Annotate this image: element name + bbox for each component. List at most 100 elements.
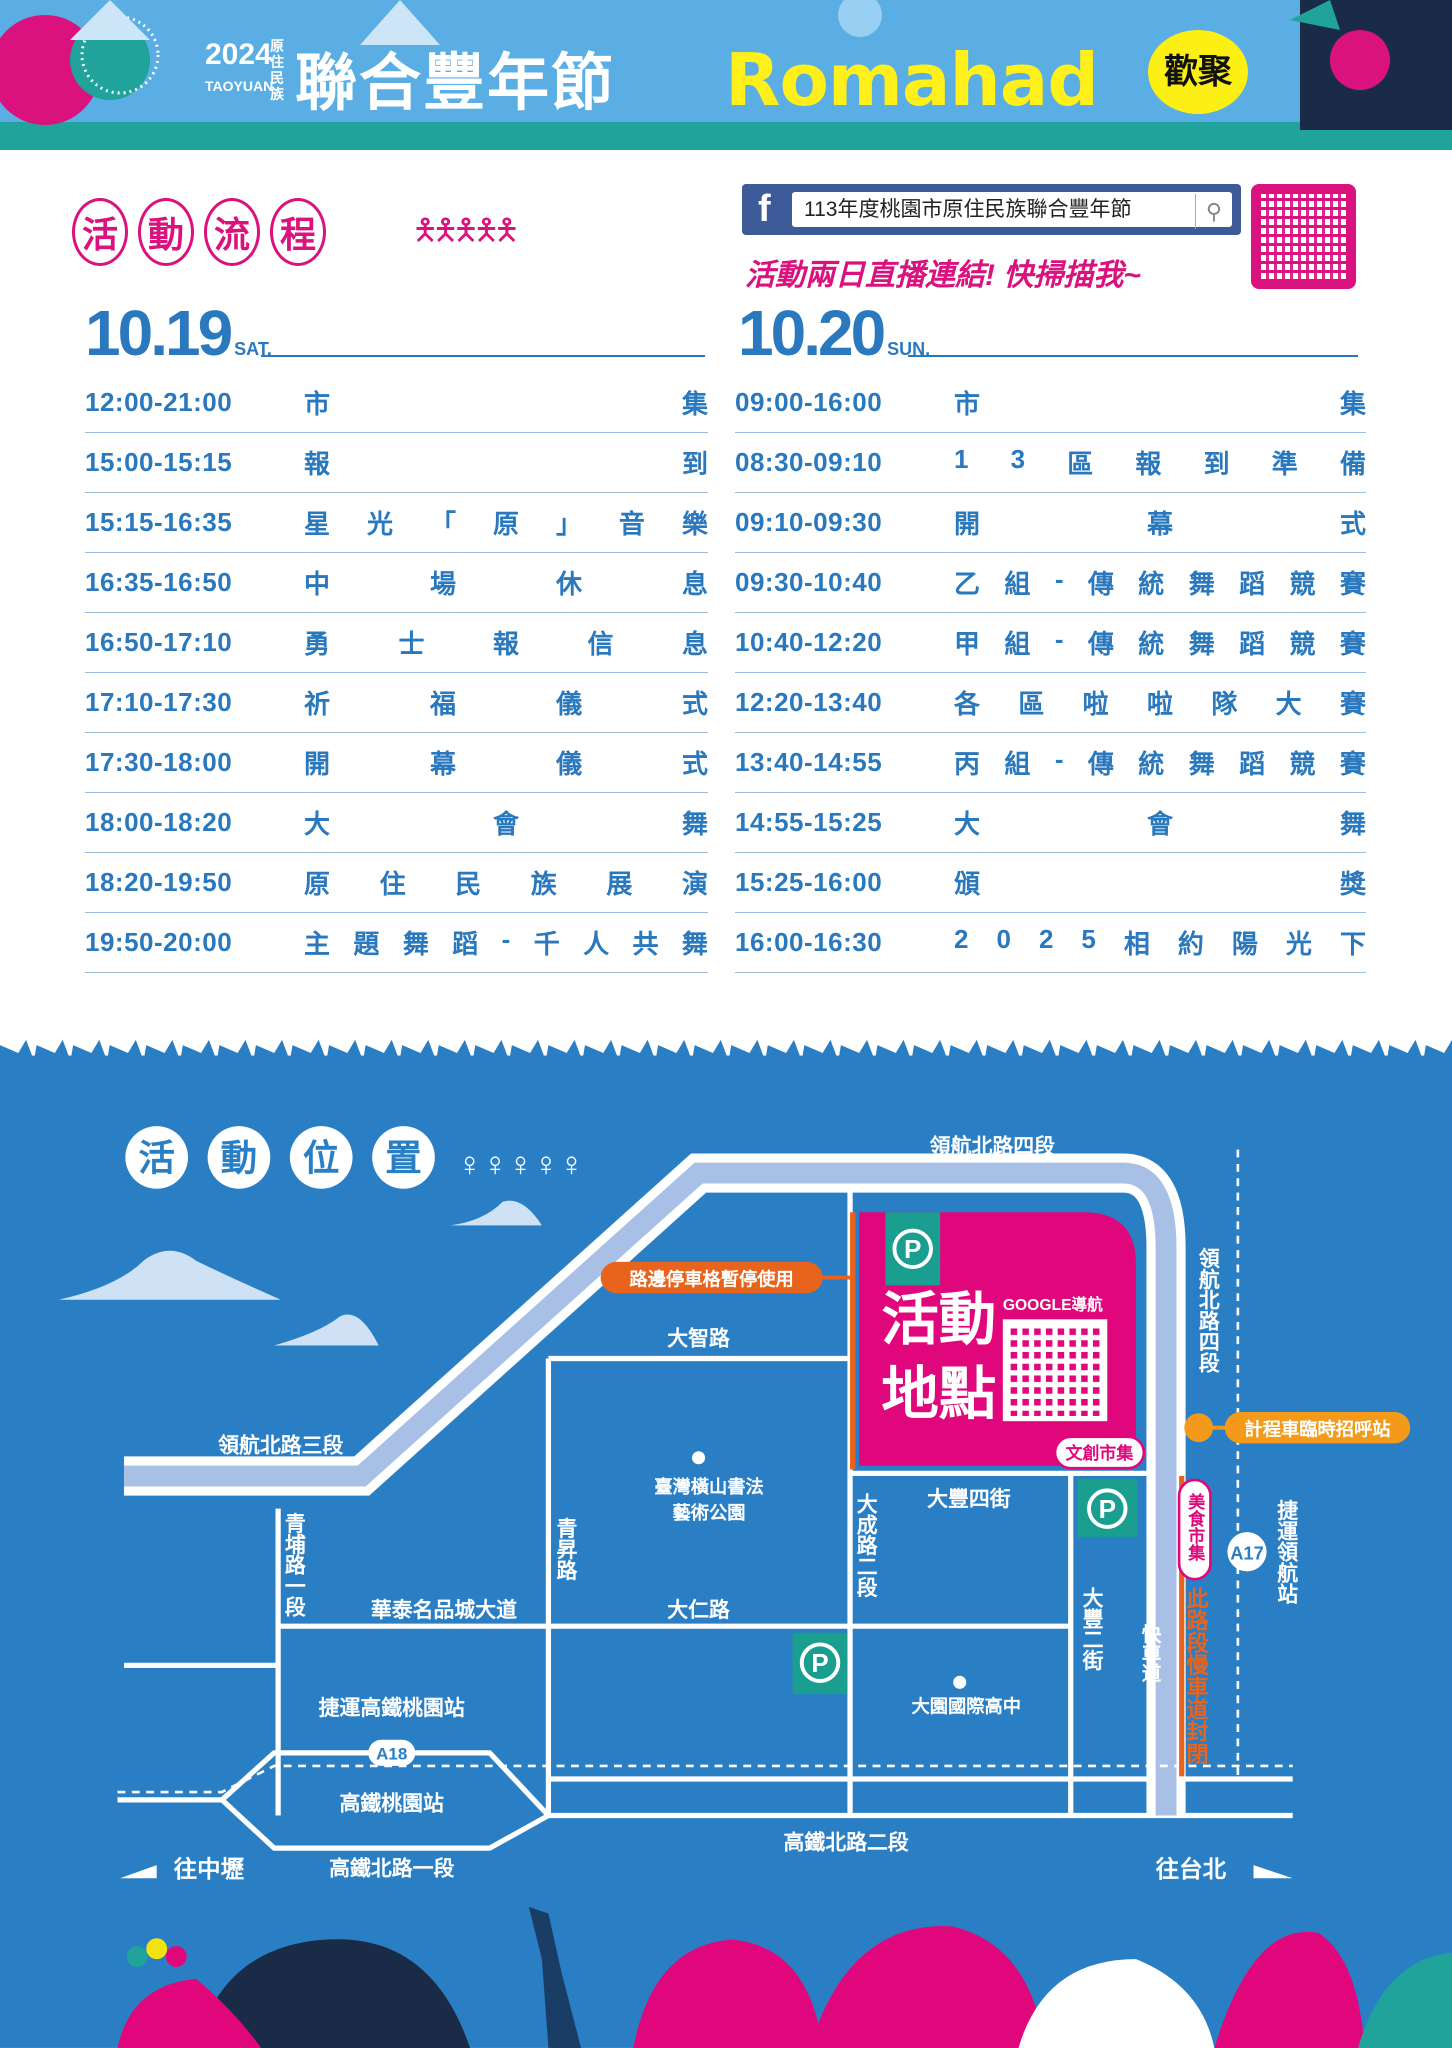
road-label: 大豐四街 — [927, 1487, 1011, 1511]
banner-decoration — [0, 0, 1452, 130]
activity-char: 頒 — [954, 869, 981, 899]
schedule-activity: 丙組-傳統舞蹈競賽 — [954, 744, 1366, 781]
day1-date-text: 10.19 — [85, 297, 233, 369]
heading-char: 動 — [221, 1137, 258, 1178]
activity-char: 舞 — [681, 809, 708, 839]
search-icon[interactable]: ⚲ — [1194, 194, 1222, 229]
schedule-activity: 勇士報信息 — [304, 624, 708, 661]
festival-banner: 2024 TAOYUAN 原住民族 聯合豐年節 Romahad 歡聚 — [0, 0, 1452, 150]
qr-pattern — [1261, 194, 1346, 279]
schedule-time: 16:00-16:30 — [735, 927, 883, 957]
schedule-time: 18:20-19:50 — [85, 867, 233, 897]
place-label: 藝術公園 — [672, 1502, 745, 1523]
facebook-search-bar[interactable]: f 113年度桃園市原住民族聯合豐年節⚲ — [742, 184, 1241, 235]
activity-char: 舞 — [1188, 569, 1215, 599]
schedule-row: 13:40-14:55 丙組-傳統舞蹈競賽 — [735, 733, 1366, 793]
activity-char: 演 — [681, 869, 708, 899]
venue-label: 活動 — [881, 1288, 996, 1352]
schedule-activity: 頒獎 — [954, 864, 1366, 901]
activity-char: - — [1054, 564, 1064, 594]
live-stream-qr-code[interactable] — [1251, 184, 1356, 289]
activity-char: 到 — [681, 449, 708, 479]
activity-char: 共 — [632, 929, 659, 959]
schedule-activity: 祈福儀式 — [304, 684, 708, 721]
road-label: 大豐二街 — [1080, 1587, 1104, 1672]
road-label: 領航北路四段 — [930, 1134, 1055, 1158]
activity-char: 蹈 — [1239, 629, 1266, 659]
location-heading: 活 動 位 置 ♀♀♀♀♀ — [125, 1126, 584, 1189]
activity-char: 會 — [1146, 809, 1173, 839]
taxi-badge — [1224, 1412, 1411, 1444]
activity-char: 樂 — [681, 509, 708, 539]
schedule-activity: 開幕儀式 — [304, 744, 708, 781]
activity-char: 傳 — [1087, 569, 1114, 599]
schedule-activity: 大會舞 — [304, 804, 708, 841]
activity-char: 賽 — [1339, 629, 1366, 659]
activity-char: 報 — [492, 629, 519, 659]
activity-char: 到 — [1203, 449, 1230, 479]
schedule-time: 09:30-10:40 — [735, 567, 883, 597]
road-label: 大仁路 — [667, 1598, 730, 1622]
station-label: 捷運高鐵桃園站 — [319, 1696, 465, 1720]
facebook-search-input[interactable]: 113年度桃園市原住民族聯合豐年節⚲ — [792, 192, 1232, 229]
schedule-time: 13:40-14:55 — [735, 747, 883, 777]
activity-char: 幕 — [429, 749, 456, 779]
activity-char: 區 — [1018, 689, 1045, 719]
venue-label: 地點 — [881, 1362, 996, 1426]
activity-char: 息 — [681, 629, 708, 659]
activity-char: 式 — [1339, 509, 1366, 539]
parking-icon: P — [1077, 1478, 1138, 1538]
activity-char: 獎 — [1339, 869, 1366, 899]
activity-char: 中 — [304, 569, 331, 599]
activity-char: 蹈 — [1239, 749, 1266, 779]
activity-char: 傳 — [1087, 749, 1114, 779]
schedule-activity: 星光「原」音樂 — [304, 504, 708, 541]
activity-char: 啦 — [1082, 689, 1109, 719]
banner-wave — [0, 122, 1452, 150]
activity-char: 大 — [954, 809, 981, 839]
banner-romahad: Romahad — [725, 38, 1099, 122]
activity-char: 展 — [606, 869, 633, 899]
banner-title: 聯合豐年節 — [295, 46, 616, 119]
schedule-row: 15:15-16:35 星光「原」音樂 — [85, 493, 708, 553]
activity-char: 市 — [304, 389, 331, 419]
station-label: 高鐵桃園站 — [340, 1791, 444, 1815]
schedule-activity: 報到 — [304, 444, 708, 481]
zigzag-edge — [0, 1039, 1452, 1085]
schedule-time: 14:55-15:25 — [735, 807, 883, 837]
activity-char: 賽 — [1339, 749, 1366, 779]
heading-char: 置 — [385, 1137, 422, 1178]
divider — [261, 355, 705, 357]
road-label: 大成路二段 — [854, 1493, 877, 1599]
activity-char: 信 — [587, 629, 614, 659]
schedule-activity: 中場休息 — [304, 564, 708, 601]
schedule-activity: 甲組-傳統舞蹈競賽 — [954, 624, 1366, 661]
activity-char: 甲 — [954, 629, 981, 659]
station-label: 捷運領航站 — [1275, 1500, 1298, 1605]
dancers-icon: ♀♀♀♀♀ — [457, 1146, 584, 1184]
activity-char: 蹈 — [452, 929, 479, 959]
activity-char: 休 — [555, 569, 582, 599]
activity-char: 光 — [366, 509, 393, 539]
activity-char: 準 — [1271, 449, 1298, 479]
heading-char: 流 — [204, 198, 260, 266]
a17-station-badge — [1227, 1532, 1267, 1572]
schedule-activity: 市集 — [304, 384, 708, 421]
activity-char: 舞 — [1188, 629, 1215, 659]
schedule-time: 08:30-09:10 — [735, 447, 883, 477]
parking-notice: 路邊停車格暫停使用 — [629, 1268, 793, 1289]
schedule-time: 19:50-20:00 — [85, 927, 233, 957]
google-nav-qr-code[interactable] — [1002, 1319, 1108, 1422]
schedule-activity: 大會舞 — [954, 804, 1366, 841]
activity-char: 組 — [1004, 569, 1031, 599]
schedule-time: 15:15-16:35 — [85, 507, 233, 537]
